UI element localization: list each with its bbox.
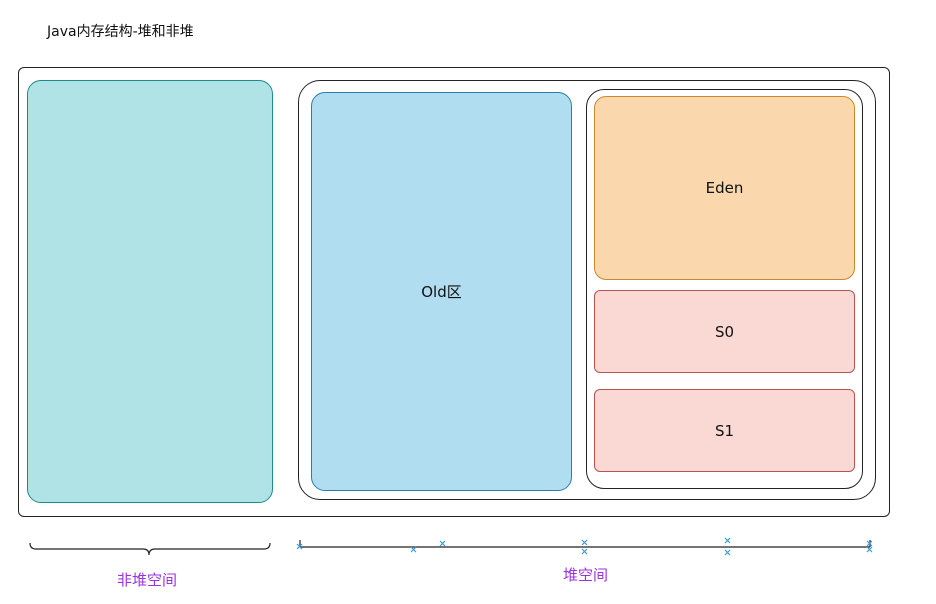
eden-label: Eden (705, 179, 744, 197)
marker-group (296, 537, 873, 556)
old-generation-region: Old区 (311, 92, 572, 491)
marker-x (581, 548, 588, 555)
marker-x (296, 543, 303, 550)
marker-x (866, 546, 873, 553)
s1-label: S1 (714, 421, 735, 440)
old-generation-label: Old区 (421, 283, 462, 301)
marker-x (724, 537, 731, 544)
marker-x (581, 539, 588, 546)
non-heap-region (27, 80, 273, 503)
marker-x (439, 540, 446, 547)
eden-region: Eden (594, 96, 855, 280)
survivor-s1-region: S1 (594, 389, 855, 472)
non-heap-brace (29, 542, 271, 556)
marker-x (866, 540, 873, 547)
marker-x (410, 546, 417, 553)
heap-label: 堆空间 (563, 566, 609, 584)
diagram-title: Java内存结构-堆和非堆 (47, 24, 194, 40)
s0-label: S0 (714, 322, 735, 341)
marker-x (724, 549, 731, 556)
non-heap-label: 非堆空间 (117, 571, 178, 589)
survivor-s0-region: S0 (594, 290, 855, 373)
